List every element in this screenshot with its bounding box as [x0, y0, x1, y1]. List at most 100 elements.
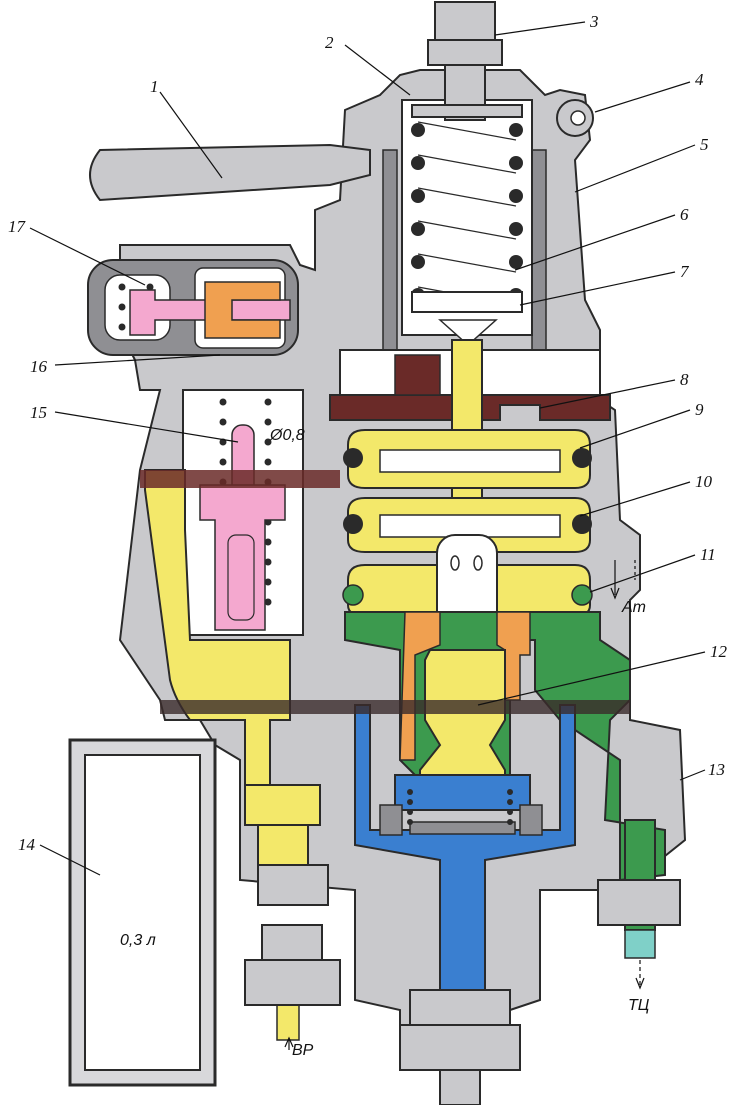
- seal-left-10: [343, 514, 363, 534]
- leader-14: [39, 844, 101, 876]
- exhaust-valve-12: [419, 649, 506, 786]
- callout-4: 4: [695, 70, 704, 89]
- disc-cavity-10: [379, 514, 561, 538]
- stem-port-right: [473, 555, 483, 571]
- reservoir-volume-label: 0,3 л: [120, 932, 156, 949]
- spring-plate-top: [411, 104, 523, 118]
- leader-5: [574, 144, 696, 193]
- callout-15: 15: [30, 403, 47, 422]
- valve-spring-coil-3-1: [507, 819, 513, 825]
- arrow-vr-head: [284, 1036, 294, 1048]
- left-spring-coil-7-1: [264, 538, 272, 546]
- gasket-lower: [160, 700, 630, 714]
- callout-13: 13: [708, 760, 725, 779]
- callout-14: 14: [18, 835, 36, 854]
- yellow-pipe-vr: [244, 784, 321, 826]
- valve-17-spring-coil-0-0: [118, 283, 126, 291]
- leader-10: [579, 481, 691, 517]
- left-spring-coil-10-1: [264, 598, 272, 606]
- port-tc-label: ТЦ: [628, 997, 650, 1014]
- disc-cavity-9: [379, 449, 561, 473]
- gasket-upper: [140, 470, 340, 488]
- callout-3: 3: [589, 12, 599, 31]
- bonnet-threads-left: [382, 149, 398, 351]
- left-spring-coil-2-1: [264, 438, 272, 446]
- callout-8: 8: [680, 370, 689, 389]
- valve-17-spring-coil-1-0: [118, 303, 126, 311]
- orifice-label: Ø0,8: [269, 427, 305, 444]
- port-atmosphere-label: Ат: [621, 599, 646, 616]
- callout-16: 16: [30, 357, 48, 376]
- spring-seat-right: [519, 804, 543, 836]
- port-arrows: [284, 560, 645, 1050]
- seal-right-10: [572, 514, 592, 534]
- lever-handle: [89, 143, 371, 202]
- stem-center-bottom: [439, 1069, 481, 1105]
- nut-center-upper: [409, 989, 511, 1026]
- nut-vr-upper: [257, 864, 329, 906]
- nut-tc: [597, 879, 681, 926]
- nut-vr-lower: [244, 959, 341, 1006]
- fittings: [244, 864, 681, 1105]
- spring-seat-cone: [438, 319, 498, 347]
- leader-lines: [29, 21, 706, 876]
- callout-9: 9: [695, 400, 704, 419]
- valve-spring-coil-3-0: [407, 819, 413, 825]
- callout-1: 1: [150, 77, 159, 96]
- valve-spring-coil-1-0: [407, 799, 413, 805]
- callout-6: 6: [680, 205, 689, 224]
- valve-spring: [407, 789, 513, 825]
- main-spring-coil-0-1: [509, 123, 523, 137]
- adjusting-screw-nut: [427, 39, 503, 66]
- left-spring-coil-3-1: [264, 458, 272, 466]
- callout-11: 11: [700, 545, 716, 564]
- piston-stack: [329, 339, 611, 646]
- leader-4: [594, 81, 691, 113]
- arrow-tc-head: [635, 977, 645, 990]
- adjusting-screw-head: [434, 1, 496, 41]
- seal-left-9: [343, 448, 363, 468]
- valve-spring-coil-1-1: [507, 799, 513, 805]
- callout-2: 2: [325, 33, 334, 52]
- seal-left-11: [342, 584, 364, 606]
- leader-6: [514, 214, 676, 271]
- main-spring-coil-4-1: [509, 255, 523, 269]
- nut-vr-middle: [261, 924, 323, 961]
- callout-5: 5: [700, 135, 709, 154]
- reservoir-inner: [84, 754, 201, 1071]
- spring-chamber: [401, 1, 533, 347]
- spring-disk-center: [409, 821, 516, 835]
- main-spring-coil-1-0: [411, 156, 425, 170]
- main-spring-wire-1: [417, 154, 517, 174]
- leader-17: [29, 227, 146, 286]
- port-vr-label: ВР: [292, 1042, 314, 1059]
- leader-11: [589, 554, 696, 593]
- arrow-atmosphere-head: [610, 587, 620, 600]
- callout-10: 10: [695, 472, 713, 491]
- main-spring-wire-0: [417, 121, 517, 141]
- yellow-pipe-vr-lower: [257, 824, 309, 871]
- valve-17-spring-coil-2-0: [118, 323, 126, 331]
- main-spring-coil-2-1: [509, 189, 523, 203]
- left-valve-group: [87, 259, 630, 1041]
- spring-seat-left: [379, 804, 403, 836]
- valve-spring-coil-2-0: [407, 809, 413, 815]
- brown-block-left: [394, 354, 441, 396]
- left-spring-coil-9-1: [264, 578, 272, 586]
- valve-spring-coil-0-1: [507, 789, 513, 795]
- callout-numbers: 1 2 3 4 5 6 7 8 9 10 11 12 13 14 15 16 1…: [8, 12, 728, 854]
- leader-1: [159, 91, 223, 179]
- mounting-hole: [570, 110, 586, 126]
- spring-plate-bottom: [411, 291, 523, 313]
- leader-16: [54, 354, 221, 366]
- orange-piston-17: [204, 281, 281, 339]
- main-spring-coil-3-1: [509, 222, 523, 236]
- left-spring-coil-0-0: [219, 398, 227, 406]
- left-spring-coil-8-1: [264, 558, 272, 566]
- left-spring-coil-1-0: [219, 418, 227, 426]
- leader-15: [54, 411, 239, 443]
- main-spring-wire-2: [417, 187, 517, 207]
- blue-chamber: [354, 704, 576, 991]
- main-spring-coil-0-0: [411, 123, 425, 137]
